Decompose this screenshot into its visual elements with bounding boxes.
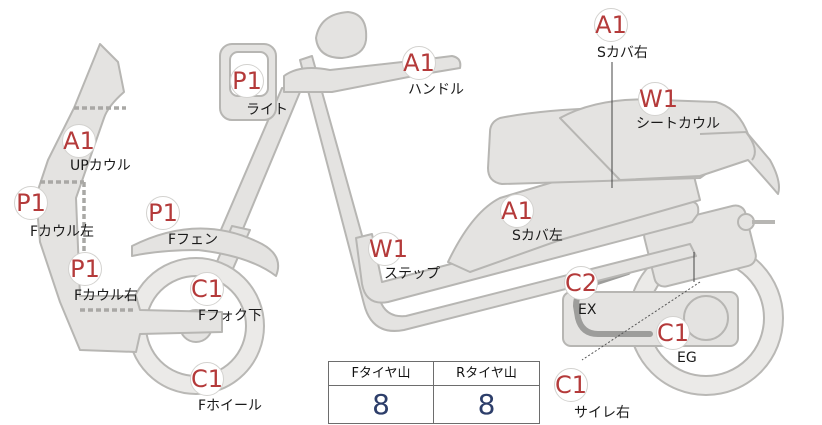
front-fender-label: Fフェン [168, 232, 219, 248]
seat-cowl-label: シートカウル [636, 116, 720, 132]
headlight-grade: P1 [230, 64, 264, 98]
front-cowl-right-label: Fカウル右 [74, 288, 139, 304]
frame-tube [299, 55, 697, 332]
front-cowl-shape [35, 43, 223, 353]
step-label: ステップ [384, 266, 440, 282]
up-cowl-label: UPカウル [70, 158, 131, 174]
step-grade: W1 [368, 232, 408, 266]
seat-cowl-grade: W1 [638, 82, 678, 116]
muffler-right-label: サイレ右 [574, 405, 630, 421]
engine-label: EG [677, 350, 697, 366]
front-cowl-left-label: Fカウル左 [30, 224, 95, 240]
headlight-label: ライト [246, 102, 288, 118]
muffler-leader [581, 281, 701, 361]
front-tire-value: 8 [329, 386, 434, 424]
front-fender-shape [131, 227, 280, 277]
s-cover-left-grade: A1 [500, 194, 534, 228]
front-fender-grade: P1 [146, 196, 180, 230]
exhaust-label: EX [578, 302, 597, 318]
front-tire-header: Fタイヤ山 [329, 362, 434, 386]
front-fork-lower-grade: C1 [190, 272, 224, 306]
s-cover-right-grade: A1 [594, 8, 628, 42]
rear-tire-value: 8 [477, 388, 496, 421]
up-cowl-grade: A1 [62, 124, 96, 158]
front-cowl-left-grade: P1 [14, 186, 48, 220]
side-cover-body [447, 167, 701, 273]
exhaust-grade: C2 [564, 266, 598, 300]
handle-grade: A1 [402, 46, 436, 80]
s-cover-left-label: Sカバ左 [512, 228, 563, 244]
engine-grade: C1 [656, 316, 690, 350]
front-fork-lower-label: Fフォク下 [198, 308, 263, 324]
tire-tread-table: Fタイヤ山 Rタイヤ山 8 8 [328, 361, 540, 424]
mirror-shape [315, 11, 368, 59]
rear-tire-header: Rタイヤ山 [434, 362, 539, 386]
front-wheel-grade: C1 [190, 362, 224, 396]
handle-label: ハンドル [408, 82, 464, 98]
front-wheel-label: Fホイール [198, 398, 263, 414]
s-cover-right-label: Sカバ右 [597, 45, 648, 61]
front-cowl-right-grade: P1 [68, 252, 102, 286]
muffler-right-grade: C1 [554, 368, 588, 402]
